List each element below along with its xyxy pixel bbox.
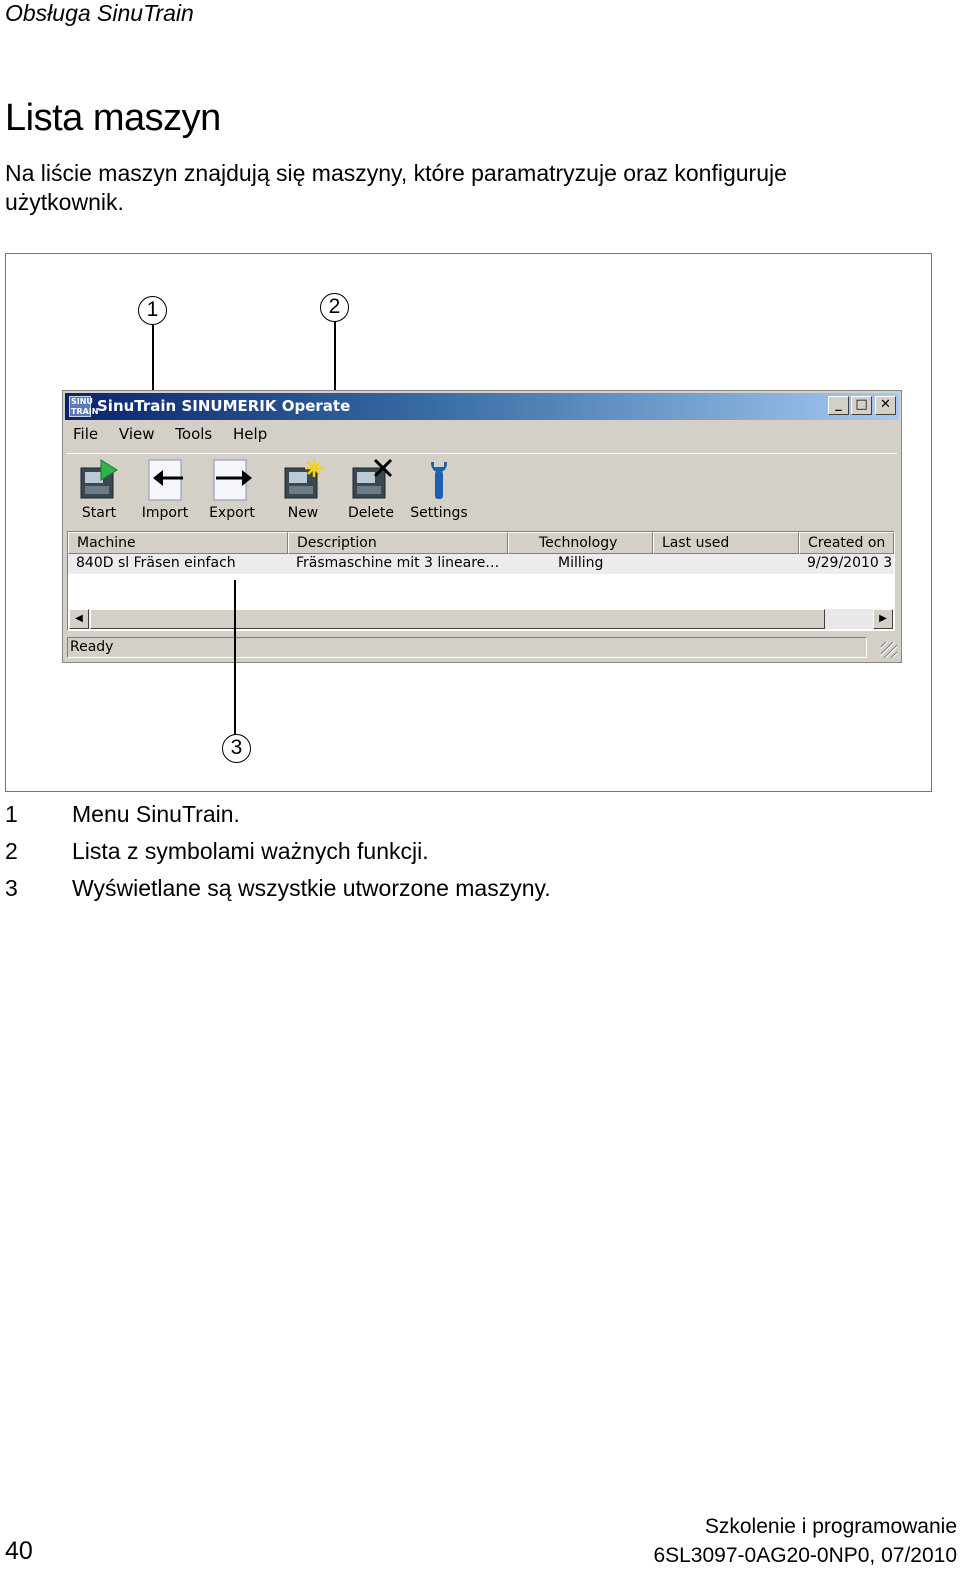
close-button[interactable]: ✕ xyxy=(875,396,896,415)
toolbar: Start Import xyxy=(67,453,897,526)
new-button[interactable]: New xyxy=(271,458,335,521)
callout-2: 2 xyxy=(320,293,349,322)
scrollbar-thumb[interactable] xyxy=(90,609,825,629)
cell-technology: Milling xyxy=(558,555,604,571)
start-button[interactable]: Start xyxy=(67,458,131,521)
delete-label: Delete xyxy=(348,505,394,521)
column-header-description[interactable]: Description xyxy=(288,532,508,554)
import-label: Import xyxy=(141,505,189,521)
sinutrain-app-icon: SINU TRAIN xyxy=(69,396,99,417)
resize-grip-icon[interactable] xyxy=(881,642,897,658)
horizontal-scrollbar[interactable]: ◀ ▶ xyxy=(69,609,893,629)
cell-created-on: 9/29/2010 3 xyxy=(807,555,893,571)
export-arrow-icon xyxy=(210,458,254,502)
legend-text: Wyświetlane są wszystkie utworzone maszy… xyxy=(72,875,551,901)
legend-number: 2 xyxy=(5,838,18,864)
wrench-icon xyxy=(417,458,461,502)
column-header-machine[interactable]: Machine xyxy=(68,532,288,554)
cell-machine: 840D sl Fräsen einfach xyxy=(76,555,236,571)
window-titlebar[interactable]: SINU TRAIN SinuTrain SINUMERIK Operate _… xyxy=(65,393,899,420)
minimize-button[interactable]: _ xyxy=(828,396,849,415)
menu-help[interactable]: Help xyxy=(233,425,268,443)
column-header-last-used[interactable]: Last used xyxy=(653,532,799,554)
footer-doc-code: 6SL3097-0AG20-0NP0, 07/2010 xyxy=(653,1544,957,1567)
legend-number: 3 xyxy=(5,875,18,901)
delete-button[interactable]: Delete xyxy=(339,458,403,521)
new-machine-icon xyxy=(281,458,325,502)
machine-list: Machine Description Technology Last used… xyxy=(67,531,895,631)
export-button[interactable]: Export xyxy=(200,458,264,521)
start-label: Start xyxy=(81,505,117,521)
callout-3-leader xyxy=(234,580,236,735)
menu-file[interactable]: File xyxy=(73,425,99,443)
sinutrain-window: SINU TRAIN SinuTrain SINUMERIK Operate _… xyxy=(62,390,902,663)
start-icon xyxy=(77,458,121,502)
scroll-right-arrow-icon[interactable]: ▶ xyxy=(873,609,893,629)
callout-1: 1 xyxy=(138,296,167,325)
menu-tools[interactable]: Tools xyxy=(175,425,213,443)
settings-label: Settings xyxy=(410,505,468,521)
table-row[interactable]: 840D sl Fräsen einfach Fräsmaschine mit … xyxy=(68,554,894,574)
maximize-button[interactable]: □ xyxy=(851,396,872,415)
legend-number: 1 xyxy=(5,801,18,827)
screenshot-figure: 1 2 SINU TRAIN SinuTrain SINUMERIK Opera… xyxy=(5,253,932,792)
running-header: Obsługa SinuTrain xyxy=(5,0,194,26)
menu-view[interactable]: View xyxy=(118,425,155,443)
cell-description: Fräsmaschine mit 3 lineare… xyxy=(296,555,500,571)
window-title: SinuTrain SINUMERIK Operate xyxy=(97,397,351,415)
import-arrow-icon xyxy=(143,458,187,502)
page-number: 40 xyxy=(5,1537,33,1565)
import-button[interactable]: Import xyxy=(133,458,197,521)
scroll-left-arrow-icon[interactable]: ◀ xyxy=(69,609,89,629)
footer-doc-title: Szkolenie i programowanie xyxy=(704,1515,957,1538)
legend-text: Menu SinuTrain. xyxy=(72,801,240,827)
status-bar: Ready xyxy=(67,637,867,658)
settings-button[interactable]: Settings xyxy=(407,458,471,521)
callout-1-leader xyxy=(152,325,154,435)
section-title: Lista maszyn xyxy=(5,97,221,139)
callout-3: 3 xyxy=(222,734,251,763)
export-label: Export xyxy=(209,505,255,521)
new-label: New xyxy=(287,505,319,521)
legend-text: Lista z symbolami ważnych funkcji. xyxy=(72,838,429,864)
delete-machine-icon xyxy=(349,458,393,502)
menu-bar: File View Tools Help xyxy=(73,425,283,447)
intro-paragraph: Na liście maszyn znajdują się maszyny, k… xyxy=(5,160,787,215)
footer-doc-info: Szkolenie i programowanie 6SL3097-0AG20-… xyxy=(653,1512,957,1570)
column-header-technology[interactable]: Technology xyxy=(508,532,653,554)
column-header-created-on[interactable]: Created on xyxy=(799,532,894,554)
